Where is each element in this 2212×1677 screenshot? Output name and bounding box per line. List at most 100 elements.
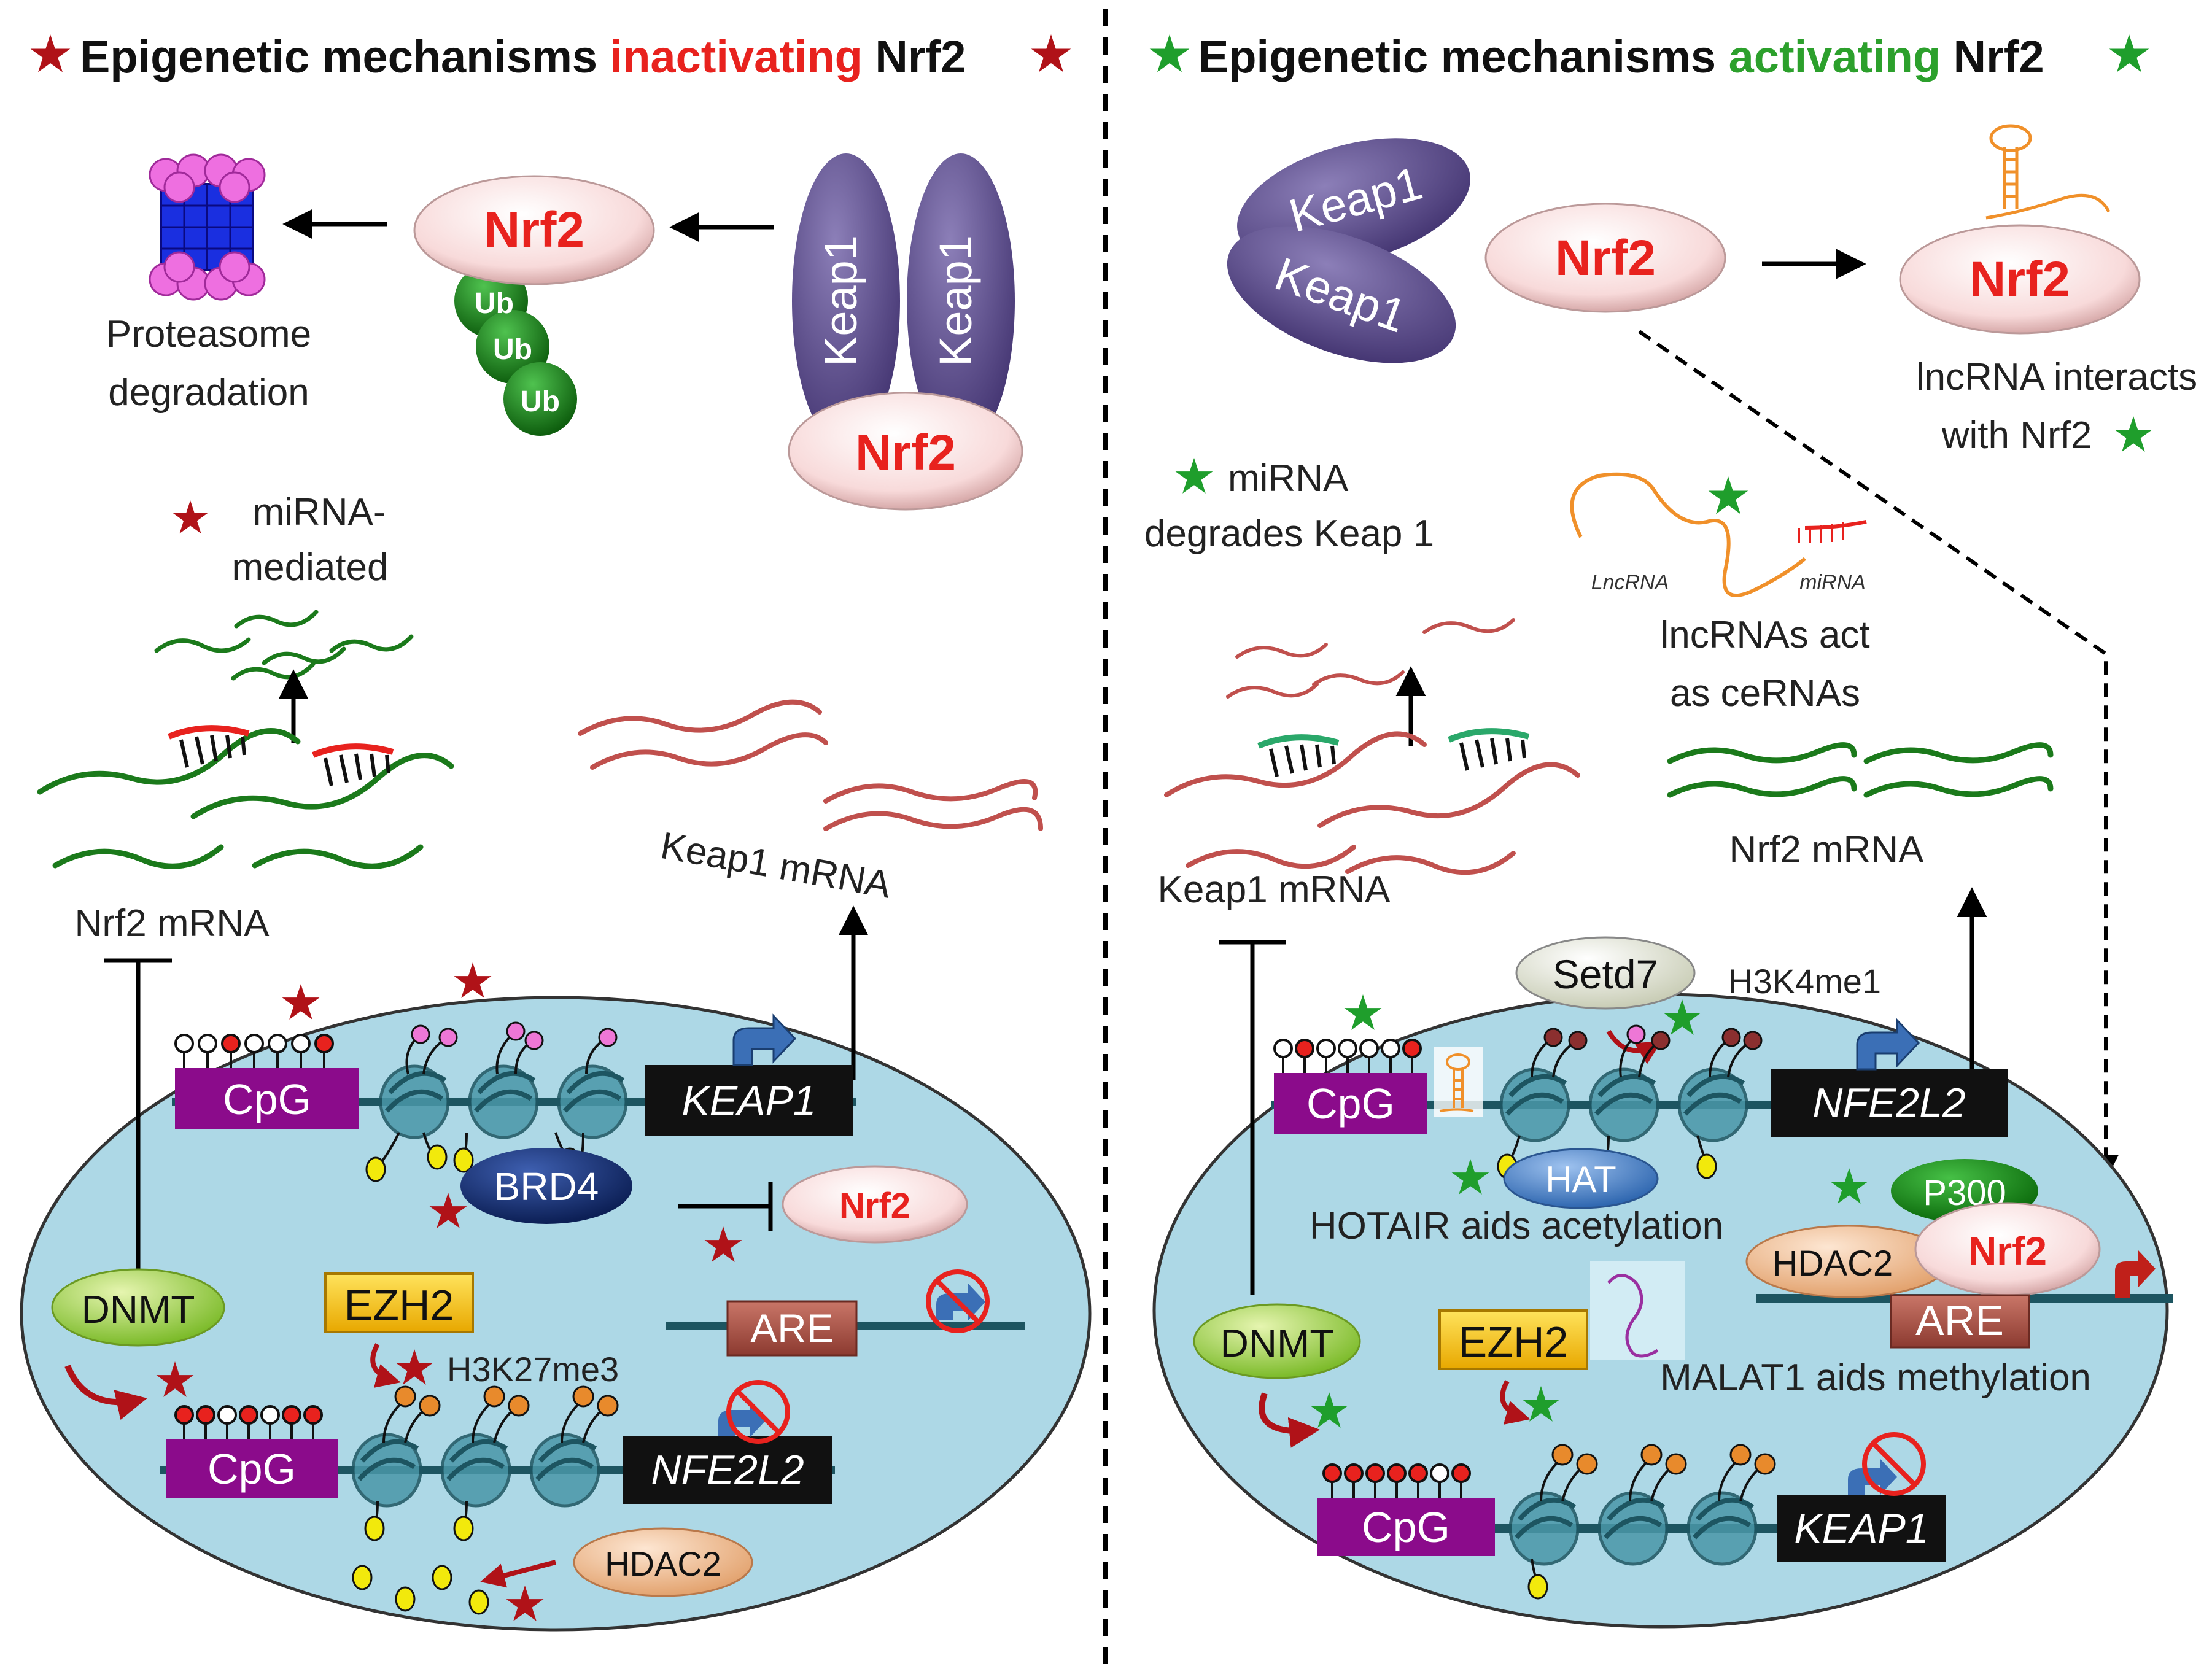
nrf2-label: Nrf2 <box>1555 230 1656 286</box>
blocked-icon <box>1848 1432 1926 1496</box>
proteasome-icon <box>149 153 266 301</box>
methylation-cycle-arrow <box>1259 1392 1320 1448</box>
lncrna-hairpin-icon <box>1590 1261 1685 1360</box>
hdac2-label: HDAC2 <box>1772 1244 1893 1284</box>
nfe2l2-gene-label: NFE2L2 <box>651 1447 804 1493</box>
nrf2-mrna-right-label: Nrf2 mRNA <box>1729 829 1925 871</box>
hdac2-enzyme <box>573 1527 753 1597</box>
star-icon <box>1175 458 1213 494</box>
star-icon <box>1031 34 1071 72</box>
setd7-enzyme <box>1515 936 1696 1010</box>
nucleosome-icon <box>1497 1024 1763 1179</box>
h3k4me1-label: H3K4me1 <box>1728 962 1881 1001</box>
star-icon <box>1344 994 1382 1030</box>
star-icon <box>282 984 320 1020</box>
methylation-cycle-arrow <box>64 1365 147 1420</box>
hdac2-label: HDAC2 <box>605 1544 721 1583</box>
dnmt-label: DNMT <box>1220 1321 1334 1365</box>
nrf2-label: Nrf2 <box>1968 1229 2047 1273</box>
lncrna-small-label: LncRNA <box>1591 571 1669 594</box>
brd4-label: BRD4 <box>494 1164 599 1209</box>
cpg-methylation-sites <box>174 1405 323 1439</box>
star-icon <box>1708 476 1748 514</box>
keap1-mrna <box>578 699 1043 831</box>
malat1-label: MALAT1 aids methylation <box>1660 1357 2091 1399</box>
nfe2l2-gene-box <box>1771 1069 2008 1137</box>
cpg-island <box>175 1068 359 1129</box>
hat-enzyme <box>1503 1148 1659 1209</box>
are-label: ARE <box>1915 1296 2004 1344</box>
star-icon <box>30 34 71 72</box>
nrf2-label: Nrf2 <box>839 1186 910 1226</box>
transcription-arrow-icon <box>2115 1250 2156 1298</box>
nrf2-mrna-label: Nrf2 mRNA <box>75 902 270 945</box>
cpg-island <box>1274 1073 1427 1134</box>
ezh2-label: EZH2 <box>344 1281 454 1329</box>
ezh2-enzyme <box>1438 1309 1588 1370</box>
are-element <box>1890 1294 2030 1349</box>
mirna-right-label-1: miRNA <box>1228 457 1349 500</box>
h3k27me3-label: H3K27me3 <box>447 1350 619 1388</box>
cerna-label-2: as ceRNAs <box>1670 672 1860 715</box>
star-icon <box>2109 34 2149 72</box>
ezh2-label: EZH2 <box>1459 1318 1569 1366</box>
keap1-label: Keap1 <box>930 235 981 366</box>
left-title: Epigenetic mechanisms inactivating Nrf2 <box>80 31 966 82</box>
dnmt-enzyme <box>1193 1303 1361 1379</box>
are-element <box>726 1300 858 1357</box>
cpg-label: CpG <box>1306 1080 1395 1128</box>
setd7-label: Setd7 <box>1553 951 1658 997</box>
ub-label: Ub <box>493 333 532 366</box>
cerna-label-1: lncRNAs act <box>1660 614 1869 656</box>
nucleosome-icon <box>365 1021 628 1182</box>
nrf2-protein <box>1484 203 1726 313</box>
transcription-arrow-icon <box>1856 1018 1920 1071</box>
ub-label: Ub <box>475 287 514 320</box>
proteasome-label-1: Proteasome <box>106 313 311 355</box>
lncrna-hairpin-icon <box>1985 124 2111 220</box>
transcription-arrow-icon <box>732 1013 797 1066</box>
keap1-gene-label: KEAP1 <box>681 1077 816 1124</box>
ub-label: Ub <box>521 385 560 418</box>
deacetylation-arrow <box>480 1560 557 1588</box>
keap1-label: Keap1 <box>815 235 866 366</box>
nrf2-protein <box>413 175 655 285</box>
mirna-label-2: mediated <box>231 546 388 589</box>
mirna-right-label-2: degrades Keap 1 <box>1144 513 1434 555</box>
keap1-mrna <box>1164 731 1580 875</box>
cpg-label: CpG <box>223 1075 311 1123</box>
right-title: Epigenetic mechanisms activating Nrf2 <box>1198 31 2044 82</box>
mirna-label-1: miRNA- <box>253 491 386 533</box>
blocked-icon <box>926 1269 990 1333</box>
keap1-gene-box <box>1777 1495 1946 1562</box>
nrf2-label: Nrf2 <box>855 425 956 481</box>
nrf2-label: Nrf2 <box>1969 252 2070 308</box>
methylation-cycle-arrow <box>370 1343 401 1388</box>
dnmt-label: DNMT <box>82 1287 195 1331</box>
nrf2-translocation-arrow <box>1638 330 2119 1181</box>
cpg-methylation-sites <box>1322 1463 1471 1498</box>
hotair-label: HOTAIR aids acetylation <box>1310 1205 1723 1247</box>
are-label: ARE <box>750 1306 834 1351</box>
nrf2-label: Nrf2 <box>484 202 584 258</box>
nrf2-protein <box>782 1165 968 1244</box>
lncrna-interacts-label-1: lncRNA interacts <box>1916 356 2197 398</box>
keap1-protein <box>907 153 1015 448</box>
mirna-duplex <box>1257 728 1530 777</box>
cpg-methylation-sites <box>1273 1039 1422 1073</box>
star-icon <box>173 500 208 534</box>
methylation-cycle-arrow <box>1500 1380 1531 1425</box>
keap1-gene-box <box>645 1065 853 1136</box>
star-icon <box>1149 34 1190 72</box>
brd4-protein <box>460 1148 632 1224</box>
star-icon <box>2114 416 2152 452</box>
right-panel: Epigenetic mechanisms activating Nrf2 Ke… <box>1144 31 2197 1629</box>
blocked-icon <box>718 1380 790 1444</box>
nucleosome-icon <box>1508 1444 1776 1600</box>
nfe2l2-gene-box <box>623 1436 832 1504</box>
star-icon <box>454 962 492 998</box>
cpg-methylation-sites <box>174 1034 334 1068</box>
nrf2-protein <box>1899 224 2141 335</box>
proteasome-label-2: degradation <box>108 371 309 414</box>
